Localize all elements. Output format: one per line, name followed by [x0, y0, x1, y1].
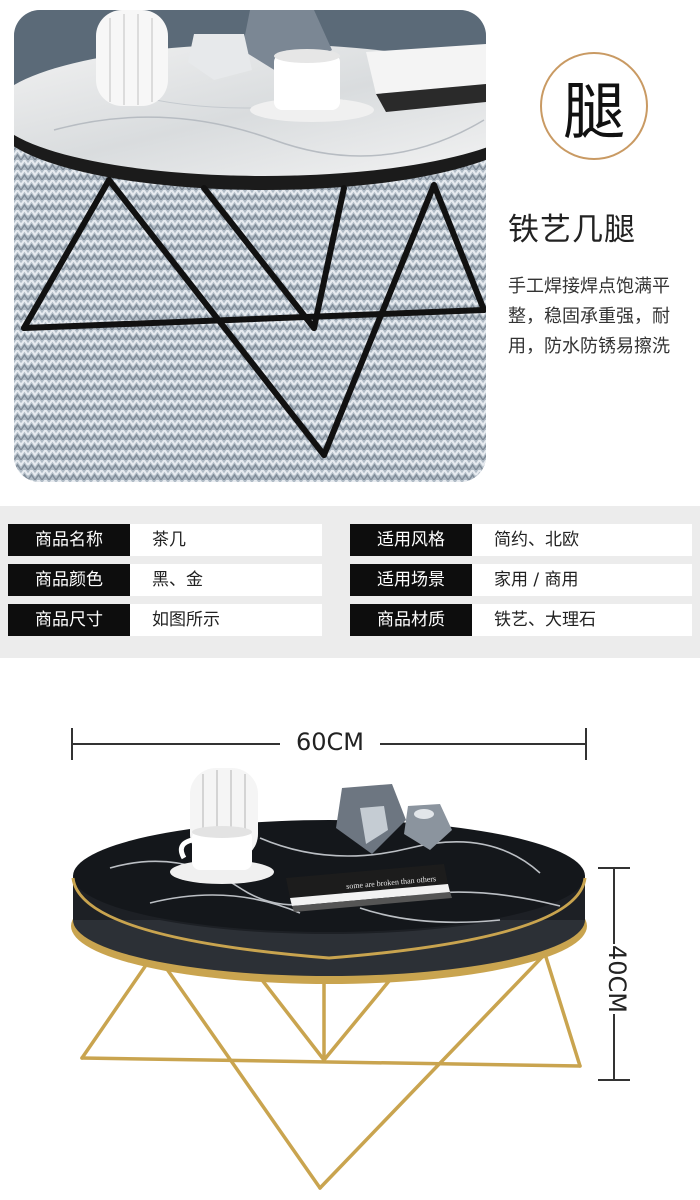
spec-label: 商品尺寸	[8, 604, 130, 636]
spec-value: 如图所示	[130, 604, 322, 636]
spec-value: 家用 / 商用	[472, 564, 692, 596]
spec-label: 适用场景	[350, 564, 472, 596]
gold-leg-table-illustration	[71, 728, 630, 1190]
width-dimension-label: 60CM	[280, 728, 380, 756]
feature-description: 手工焊接焊点饱满平整，稳固承重强，耐用，防水防锈易擦洗	[508, 276, 670, 357]
spec-label: 商品材质	[350, 604, 472, 636]
feature-section: 腿 铁艺几腿 手工焊接焊点饱满平整，稳固承重强，耐用，防水防锈易擦洗	[0, 0, 700, 492]
spec-row: 商品颜色 黑、金 适用场景 家用 / 商用	[8, 564, 692, 596]
spec-label: 商品颜色	[8, 564, 130, 596]
spec-label: 商品名称	[8, 524, 130, 556]
spec-table: 商品名称 茶几 适用风格 简约、北欧 商品颜色 黑、金 适用场景 家用 / 商用…	[0, 506, 700, 658]
spec-value: 铁艺、大理石	[472, 604, 692, 636]
spec-row: 商品尺寸 如图所示 商品材质 铁艺、大理石	[8, 604, 692, 636]
spec-value: 简约、北欧	[472, 524, 692, 556]
height-dimension-label: 40CM	[602, 944, 632, 1014]
leg-badge: 腿	[540, 52, 648, 160]
feature-title: 铁艺几腿	[508, 212, 636, 248]
spec-row: 商品名称 茶几 适用风格 简约、北欧	[8, 524, 692, 556]
dimension-section: 60CM 40CM some are broken than others	[0, 658, 700, 1200]
spec-value: 黑、金	[130, 564, 322, 596]
spec-label: 适用风格	[350, 524, 472, 556]
black-leg-table-photo	[14, 10, 486, 482]
spec-value: 茶几	[130, 524, 322, 556]
